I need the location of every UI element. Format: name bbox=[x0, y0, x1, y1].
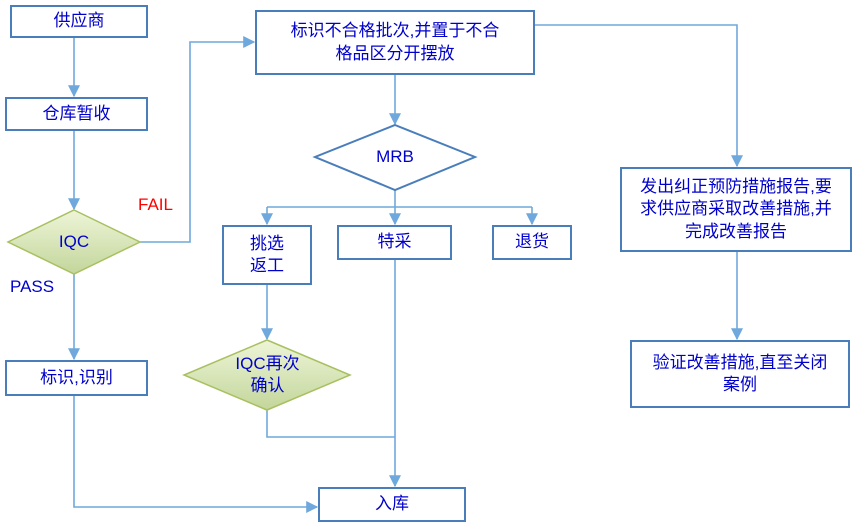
node-mark-nonconforming-label: 标识不合格批次,并置于不合格品区分开摆放 bbox=[290, 21, 500, 63]
node-sort-rework-label: 挑选返工 bbox=[250, 233, 284, 275]
node-verify-improvement-label: 验证改善措施,直至关闭案例 bbox=[652, 352, 828, 394]
node-mrb: MRB bbox=[315, 125, 475, 190]
node-iqc: IQC bbox=[8, 210, 140, 274]
mrb-decision-diamond bbox=[312, 123, 478, 192]
node-sort-rework: 挑选返工 bbox=[222, 225, 312, 285]
edge-recheck-to-stockin-line bbox=[266, 410, 395, 438]
node-mark-nonconforming: 标识不合格批次,并置于不合格品区分开摆放 bbox=[255, 10, 535, 75]
node-warehouse-receive: 仓库暂收 bbox=[5, 97, 148, 131]
node-stock-in-label: 入库 bbox=[375, 494, 409, 514]
node-mark-identify-label: 标识,识别 bbox=[40, 367, 113, 387]
node-supplier: 供应商 bbox=[10, 5, 148, 38]
edge-iqc-fail-to-nonconforming bbox=[140, 36, 256, 243]
edge-nonconforming-to-capa bbox=[535, 24, 743, 168]
edge-label-fail: FAIL bbox=[138, 195, 173, 214]
node-capa-report-label: 发出纠正预防措施报告,要求供应商采取改善措施,并完成改善报告 bbox=[640, 177, 832, 241]
iqc-recheck-decision-diamond bbox=[182, 339, 352, 411]
node-stock-in: 入库 bbox=[318, 487, 466, 522]
node-warehouse-receive-label: 仓库暂收 bbox=[42, 103, 111, 123]
node-capa-report: 发出纠正预防措施报告,要求供应商采取改善措施,并完成改善报告 bbox=[620, 167, 852, 252]
node-special-acceptance-label: 特采 bbox=[377, 232, 412, 252]
node-supplier-label: 供应商 bbox=[53, 11, 105, 31]
node-special-acceptance: 特采 bbox=[337, 225, 452, 260]
node-return-goods-label: 退货 bbox=[515, 232, 549, 252]
edge-label-pass: PASS bbox=[10, 277, 55, 296]
node-iqc-recheck-label: IQC再次确认 bbox=[235, 353, 300, 395]
node-mrb-label: MRB bbox=[376, 147, 414, 167]
node-iqc-label: IQC bbox=[58, 231, 90, 251]
node-verify-improvement: 验证改善措施,直至关闭案例 bbox=[630, 340, 850, 408]
node-mark-identify: 标识,识别 bbox=[5, 360, 148, 396]
edge-identify-to-stockin bbox=[73, 396, 319, 513]
node-return-goods: 退货 bbox=[492, 225, 572, 260]
iqc-decision-diamond bbox=[6, 209, 142, 275]
node-iqc-recheck: IQC再次确认 bbox=[185, 340, 350, 410]
